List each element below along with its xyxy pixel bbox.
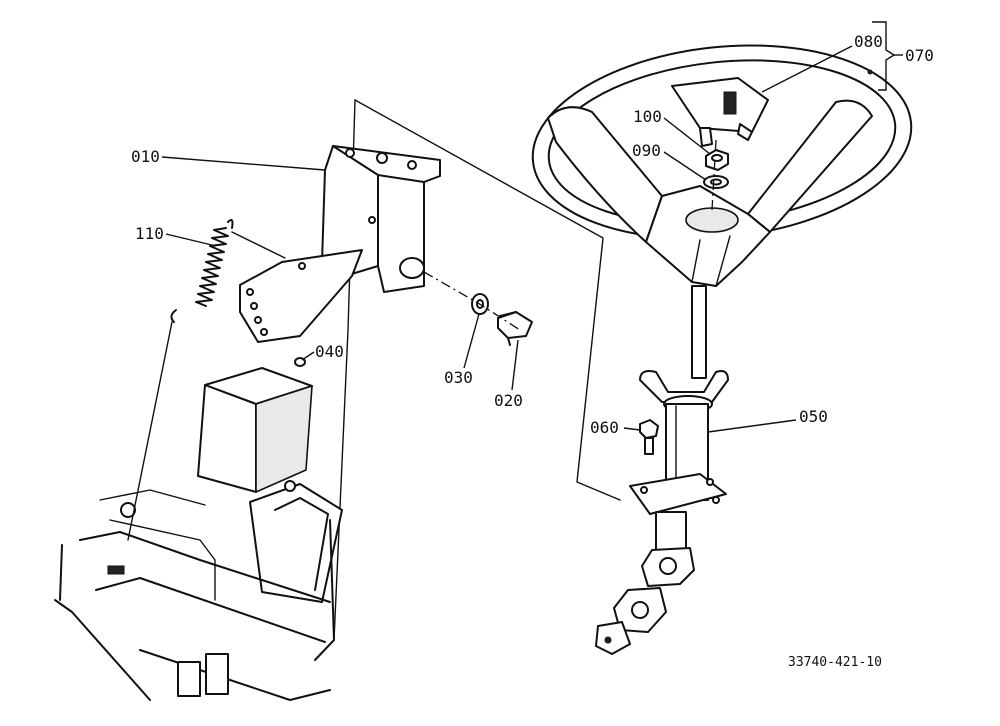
leader-020 [511,339,519,391]
bolt-020-part [497,311,533,346]
leader-050 [707,419,797,433]
bolt-060-part [639,419,659,455]
chassis-rail-upper [79,531,331,603]
console-trough [249,483,343,603]
return-spring [127,219,234,541]
steering-column [595,285,729,655]
callout-010: 010 [131,147,160,166]
callout-040: 040 [315,342,344,361]
console-box-front [197,384,257,493]
callout-070: 070 [905,46,934,65]
callout-080: 080 [854,32,883,51]
leader-030 [463,313,480,369]
callout-110: 110 [135,224,164,243]
horn-cap [671,77,769,147]
callout-050: 050 [799,407,828,426]
callout-100: 100 [633,107,662,126]
leader-040 [301,351,315,361]
chassis-rail-lower [95,577,326,643]
bolt-centerline [423,271,521,331]
spring-rod [127,321,173,541]
callout-020: 020 [494,391,523,410]
bracket-bushing [399,257,425,279]
drawing-number: 33740-421-10 [788,655,882,670]
leader-090 [663,151,707,181]
steering-shaft [691,285,707,379]
leader-100 [663,117,711,155]
console-box-side [255,385,313,493]
lower-console [54,367,343,701]
wheel-hub [645,185,771,287]
leader-lines [161,45,903,433]
steering-wheel [531,44,913,287]
leader-080 [761,45,853,93]
pedal-arm-plate [231,231,363,343]
column-top-bracket [639,370,729,403]
leader-010 [161,156,326,171]
chassis-lug-right [205,653,229,695]
wheel-spoke-right [747,99,873,233]
wheel-centerline [711,139,717,211]
callout-060: 060 [590,418,619,437]
callout-030: 030 [444,368,473,387]
chassis-lug-left [177,661,201,697]
callout-labels: 010 110 040 030 020 060 050 080 070 100 … [131,32,934,670]
leader-110 [165,233,217,247]
column-flange [629,473,727,515]
column-end-yoke [595,621,631,655]
leader-060 [623,427,641,431]
column-lower-shaft [655,511,687,551]
nut-100-part [705,149,729,171]
callout-090: 090 [632,141,661,160]
washer-090-part [703,175,729,189]
wheel-spoke-left [547,106,663,243]
